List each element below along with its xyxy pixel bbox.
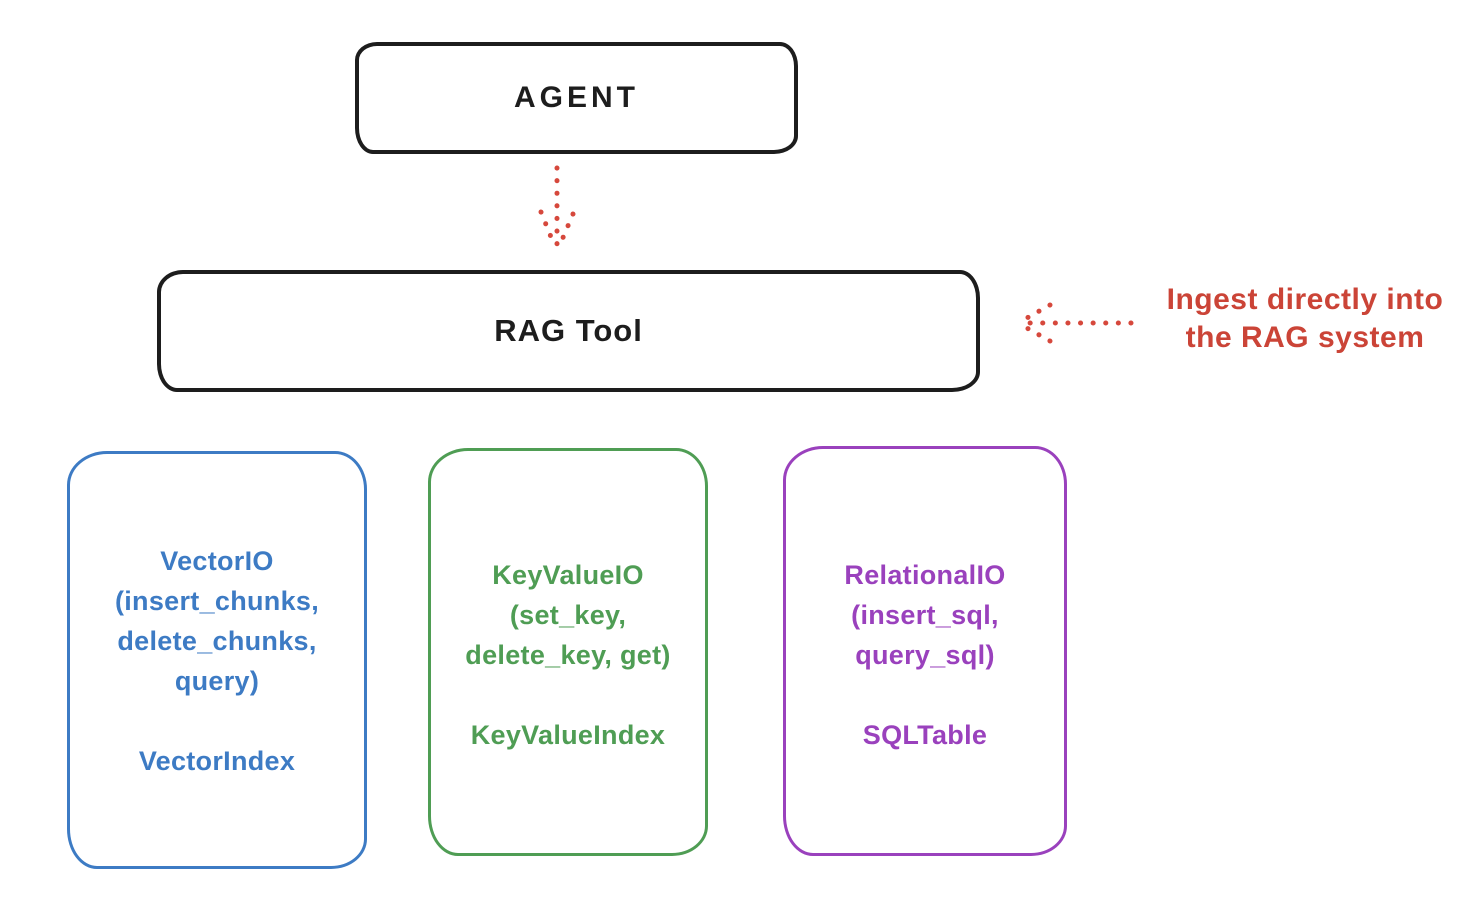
backend-method-line: (set_key, <box>509 600 627 630</box>
rag-tool-node: RAG Tool <box>157 270 980 392</box>
backend-method-line: delete_key, get) <box>465 640 671 670</box>
backend-method-line: query) <box>174 666 260 696</box>
backend-index-label: VectorIndex <box>138 746 296 776</box>
annotation-text: Ingest directly into the RAG system <box>1125 281 1484 357</box>
backend-title: KeyValueIO <box>492 560 644 590</box>
backend-title: RelationalIO <box>844 560 1006 590</box>
backend-method-line: (insert_sql, <box>851 600 999 630</box>
backend-method-line: query_sql) <box>855 640 995 670</box>
agent-label: AGENT <box>514 81 639 114</box>
backend-card-keyvalueio: KeyValueIO (set_key, delete_key, get) Ke… <box>428 448 708 856</box>
backend-title: VectorIO <box>160 546 274 576</box>
rag-tool-label: RAG Tool <box>494 313 643 348</box>
annotation-to-rag-arrow <box>1015 302 1134 344</box>
backend-index-label: SQLTable <box>862 720 988 750</box>
backend-card-vectorio: VectorIO (insert_chunks, delete_chunks, … <box>67 451 367 869</box>
backend-method-line: (insert_chunks, <box>114 586 320 616</box>
backend-card-relationalio: RelationalIO (insert_sql, query_sql) SQL… <box>783 446 1067 856</box>
annotation-line-2: the RAG system <box>1185 321 1425 354</box>
agent-to-rag-arrow <box>538 165 576 258</box>
backend-method-line: delete_chunks, <box>117 626 317 656</box>
backend-index-label: KeyValueIndex <box>470 720 666 750</box>
annotation-line-1: Ingest directly into <box>1166 283 1444 316</box>
agent-node: AGENT <box>355 42 798 154</box>
